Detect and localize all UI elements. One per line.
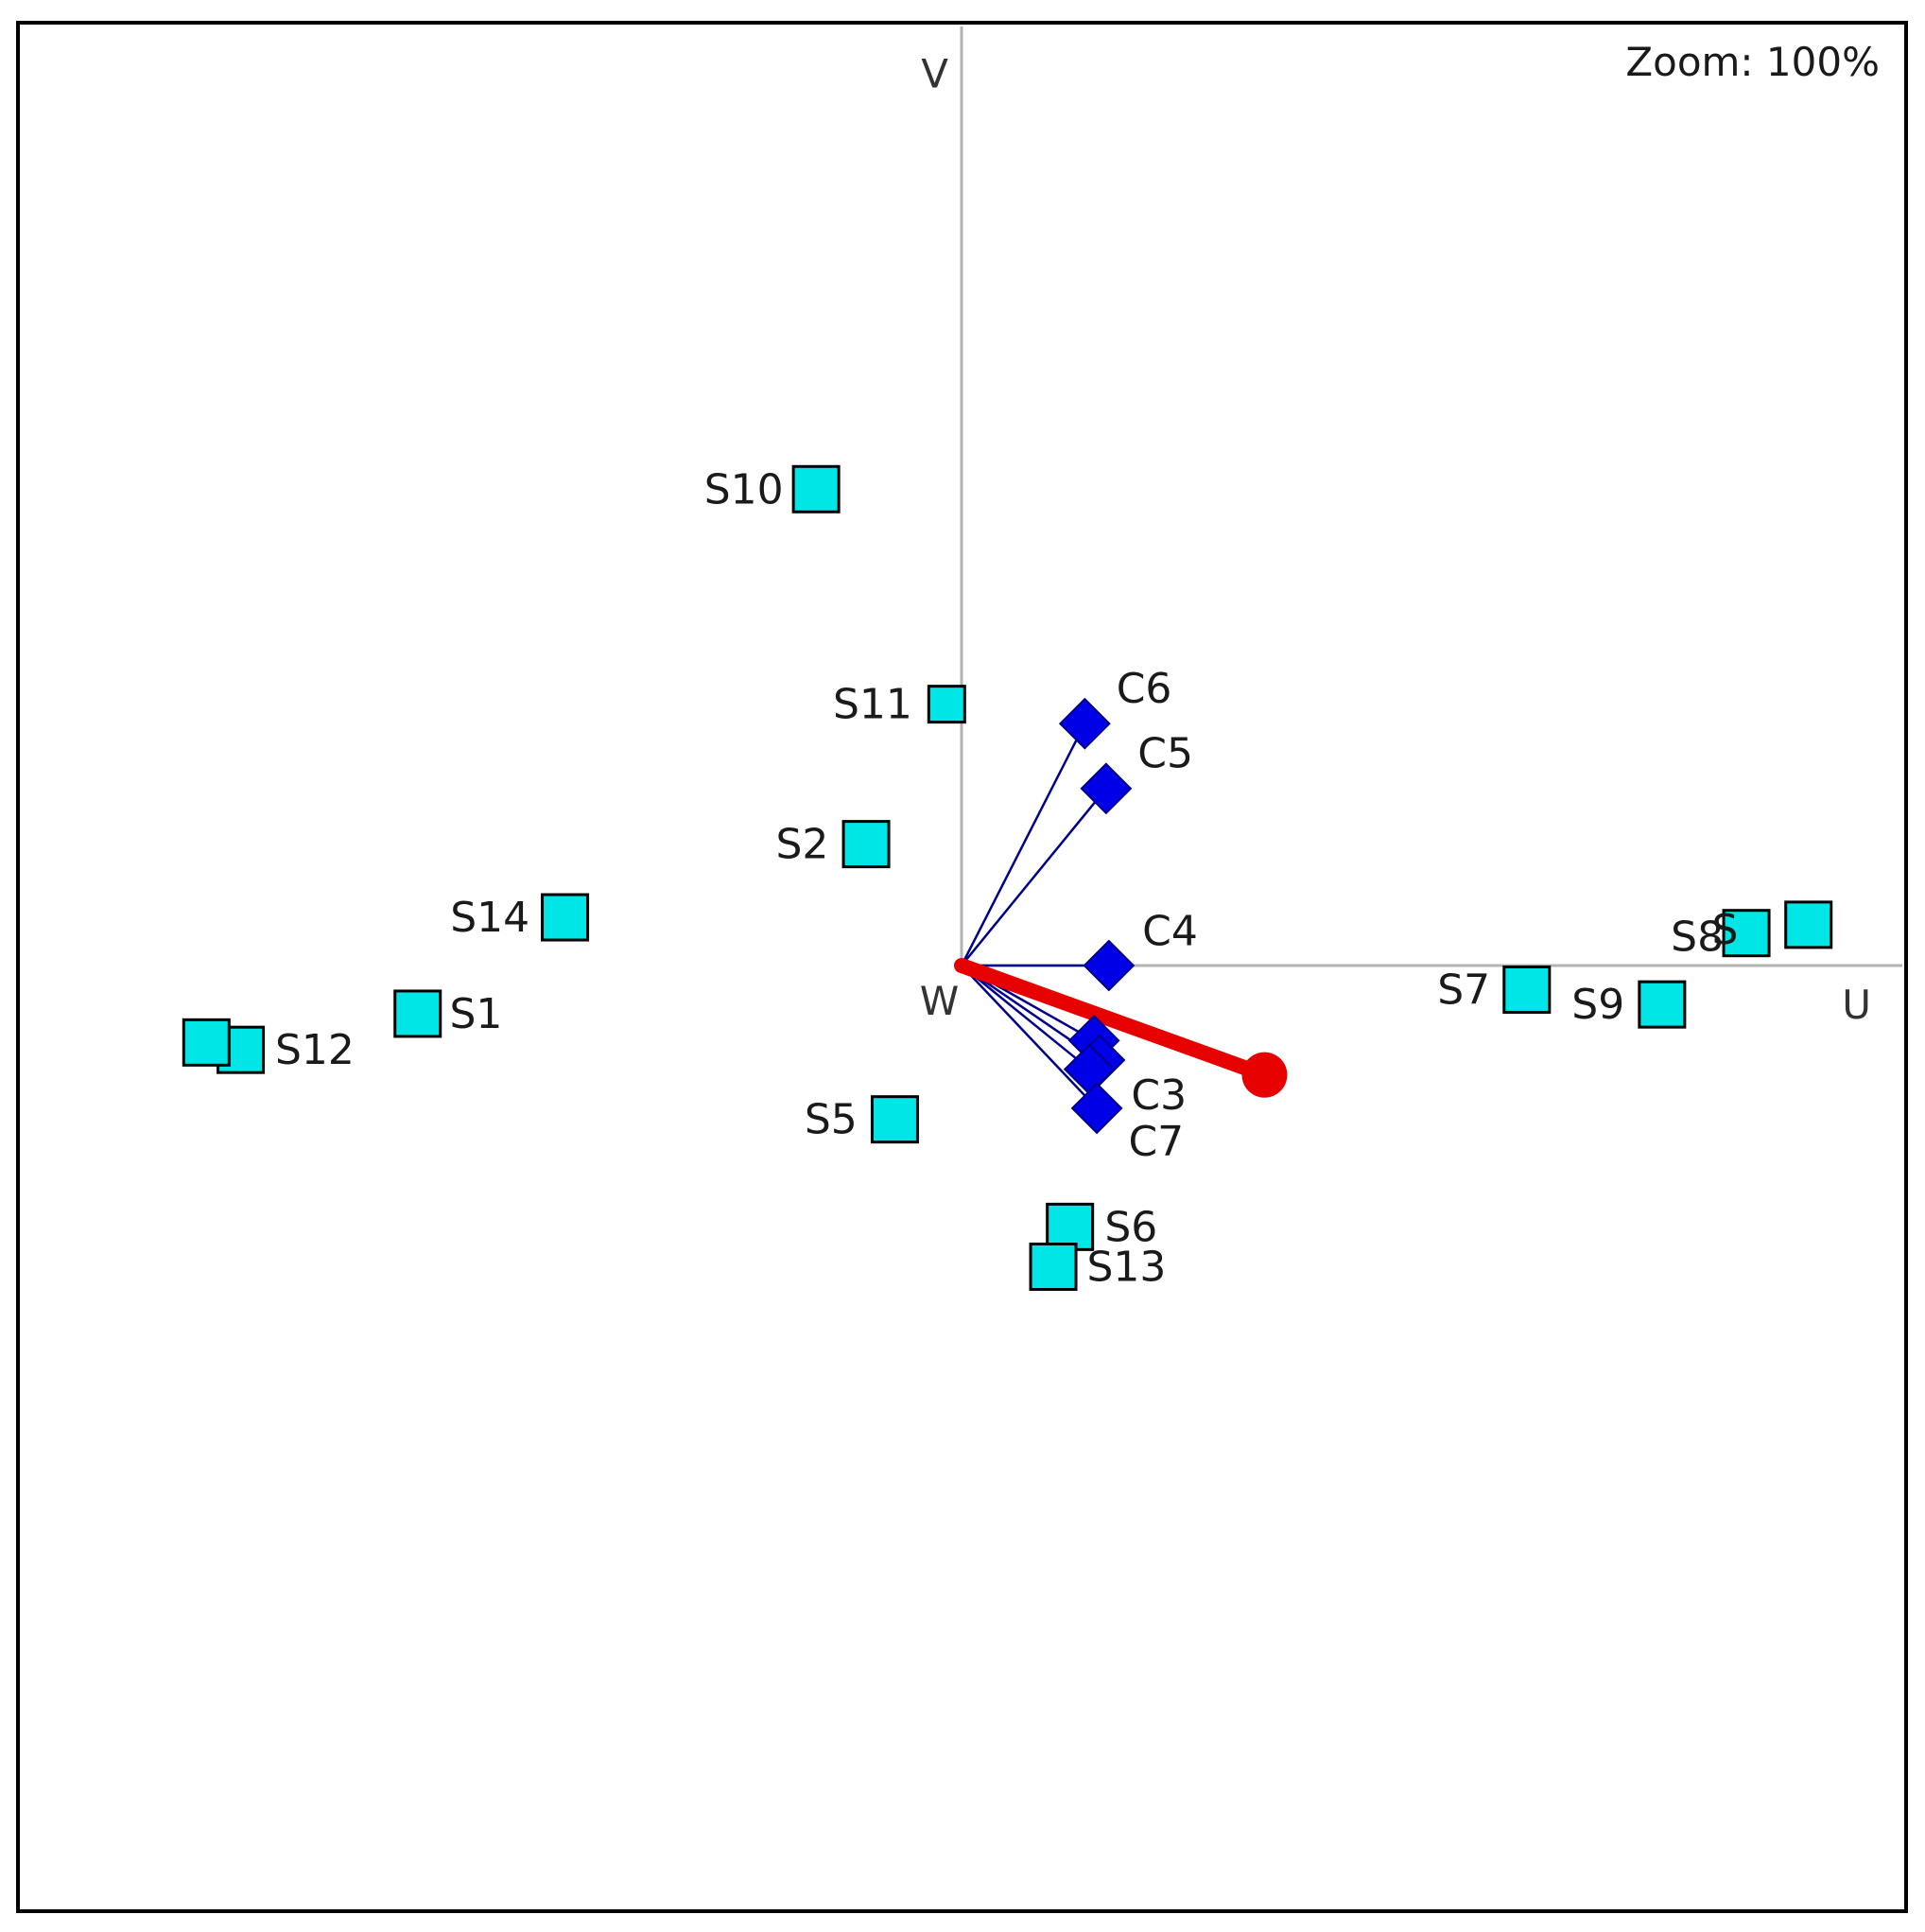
axis-label-v: V [921, 50, 948, 96]
weight-vector-layer [954, 958, 1288, 1098]
weight-vector-handle[interactable] [1241, 1052, 1288, 1098]
point-label-s14: S14 [450, 894, 529, 942]
point-label-s11: S11 [833, 681, 912, 729]
sample-marker-s2[interactable] [841, 820, 891, 869]
samples-layer [182, 464, 1833, 1291]
point-label-s1: S1 [450, 990, 503, 1038]
criterion-marker-c7[interactable] [1070, 1082, 1123, 1135]
sample-marker-s10[interactable] [791, 464, 841, 513]
sample-marker-s11[interactable] [927, 685, 966, 724]
axis-label-w: W [920, 978, 960, 1024]
sample-marker-s3[interactable] [1784, 900, 1833, 949]
point-label-s5: S5 [805, 1096, 858, 1144]
criteria-layer [1058, 697, 1136, 1135]
sample-marker-s1[interactable] [393, 989, 442, 1038]
criterion-line-c7 [961, 965, 1098, 1109]
point-label-c5: C5 [1137, 730, 1193, 778]
point-label-s10: S10 [704, 465, 784, 513]
point-label-s9: S9 [1571, 981, 1624, 1029]
sample-marker-s7[interactable] [1502, 965, 1552, 1014]
sample-marker-s9[interactable] [1638, 980, 1687, 1029]
sample-marker-s15[interactable] [182, 1018, 231, 1067]
point-label-c6: C6 [1117, 665, 1172, 713]
point-label-s8: S8 [1671, 914, 1724, 962]
point-label-s7: S7 [1437, 966, 1490, 1014]
sample-marker-s6[interactable] [1046, 1202, 1095, 1251]
point-label-c3: C3 [1131, 1071, 1187, 1120]
point-label-s2: S2 [775, 821, 828, 869]
criterion-line-c6 [960, 722, 1086, 966]
point-label-s6: S6 [1104, 1203, 1157, 1251]
sample-marker-s4[interactable] [1722, 909, 1771, 958]
point-label-c7: C7 [1128, 1118, 1184, 1166]
point-label-s12: S12 [275, 1026, 355, 1074]
sample-marker-s14[interactable] [541, 893, 590, 942]
zoom-readout: Zoom: 100% [1625, 39, 1880, 85]
point-label-s13: S13 [1086, 1244, 1166, 1292]
criterion-marker-c4[interactable] [1083, 939, 1136, 992]
criterion-marker-c6[interactable] [1058, 697, 1111, 750]
sample-marker-s13[interactable] [1029, 1243, 1078, 1291]
sample-marker-s5[interactable] [870, 1095, 919, 1144]
axis-label-u: U [1842, 982, 1871, 1028]
point-label-s: S [1712, 906, 1739, 954]
criterion-line-c5 [961, 788, 1107, 966]
criterion-marker-c5[interactable] [1080, 762, 1133, 815]
point-label-c4: C4 [1142, 908, 1198, 956]
criterion-line-c3 [961, 965, 1091, 1070]
weight-vector-line [954, 958, 1273, 1083]
